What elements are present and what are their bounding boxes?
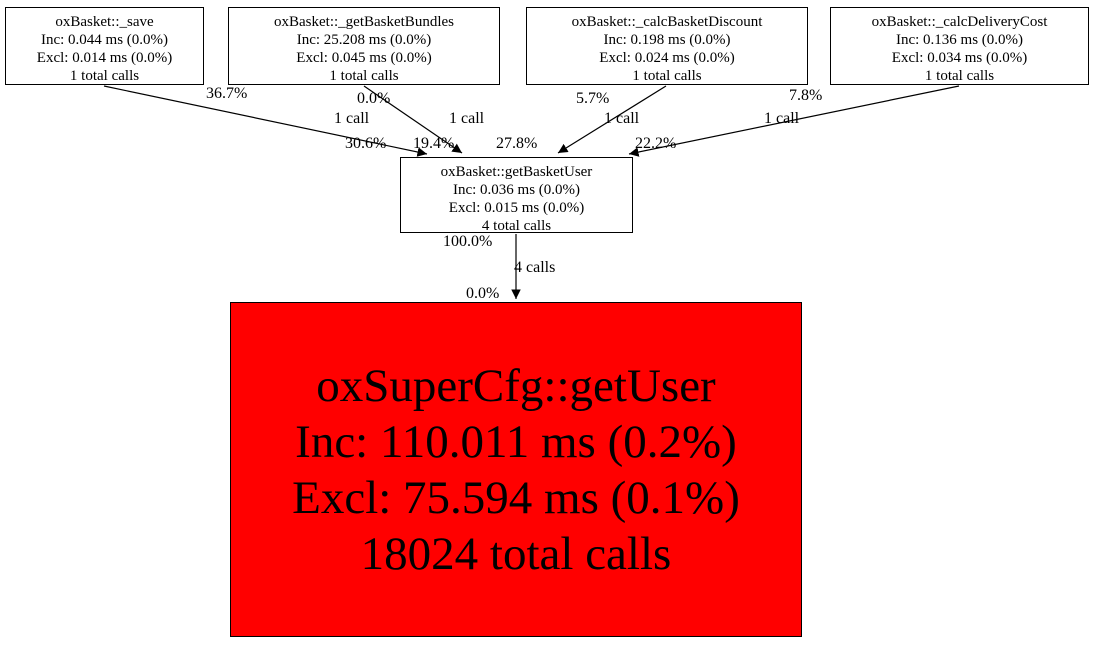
edge-call-count: 1 call <box>449 110 485 127</box>
edge-target-percent: 19.4% <box>413 135 455 152</box>
edge-call-count: 1 call <box>334 110 370 127</box>
edge-target-percent: 0.0% <box>466 285 500 302</box>
node-total-calls: 1 total calls <box>632 68 702 84</box>
node-title: oxBasket::_calcDeliveryCost <box>871 14 1048 30</box>
edge-call-count: 1 call <box>764 110 800 127</box>
edge-target-percent: 22.2% <box>635 135 677 152</box>
node-total-calls: 1 total calls <box>69 68 140 84</box>
node-inclusive-time: Inc: 0.036 ms (0.0%) <box>452 182 581 198</box>
node-exclusive-time: Excl: 0.015 ms (0.0%) <box>448 200 585 216</box>
node-title: oxBasket::_save <box>55 14 154 30</box>
edge-target-percent: 30.6% <box>345 135 387 152</box>
edge-call-count: 1 call <box>604 110 640 127</box>
node-total-calls: 4 total calls <box>481 218 552 234</box>
edge-source-percent: 100.0% <box>443 233 493 250</box>
node-oxbasket-calcdeliverycost: oxBasket::_calcDeliveryCost Inc: 0.136 m… <box>830 7 1089 85</box>
node-total-calls: 1 total calls <box>924 68 995 84</box>
node-inclusive-time: Inc: 0.198 ms (0.0%) <box>603 32 731 48</box>
node-oxbasket-calcbasketdiscount: oxBasket::_calcBasketDiscount Inc: 0.198… <box>526 7 808 85</box>
edge-source-percent: 7.8% <box>789 87 823 104</box>
node-exclusive-time: Excl: 0.014 ms (0.0%) <box>36 50 173 66</box>
node-title: oxBasket::_calcBasketDiscount <box>571 14 763 30</box>
node-total-calls: 1 total calls <box>329 68 399 84</box>
node-oxbasket-save: oxBasket::_save Inc: 0.044 ms (0.0%) Exc… <box>5 7 204 85</box>
node-title: oxBasket::getBasketUser <box>440 164 593 180</box>
node-exclusive-time: Excl: 0.034 ms (0.0%) <box>891 50 1028 66</box>
node-inclusive-time: Inc: 0.136 ms (0.0%) <box>895 32 1024 48</box>
node-total-calls: 18024 total calls <box>360 527 672 580</box>
node-exclusive-time: Excl: 0.024 ms (0.0%) <box>599 50 735 66</box>
node-exclusive-time: Excl: 75.594 ms (0.1%) <box>292 471 740 524</box>
edge-call-count: 4 calls <box>514 259 556 276</box>
node-oxbasket-getbasketuser: oxBasket::getBasketUser Inc: 0.036 ms (0… <box>400 157 633 234</box>
edge-source-percent: 0.0% <box>357 90 391 107</box>
node-title: oxBasket::_getBasketBundles <box>274 14 454 30</box>
edge-source-percent: 5.7% <box>576 90 610 107</box>
node-oxbasket-getbasketbundles: oxBasket::_getBasketBundles Inc: 25.208 … <box>228 7 500 85</box>
node-inclusive-time: Inc: 110.011 ms (0.2%) <box>295 415 737 468</box>
edge-source-percent: 36.7% <box>206 85 248 102</box>
edge-target-percent: 27.8% <box>496 135 538 152</box>
node-inclusive-time: Inc: 25.208 ms (0.0%) <box>296 32 432 48</box>
node-inclusive-time: Inc: 0.044 ms (0.0%) <box>40 32 169 48</box>
node-oxsupercfg-getuser: oxSuperCfg::getUser Inc: 110.011 ms (0.2… <box>230 302 802 637</box>
node-exclusive-time: Excl: 0.045 ms (0.0%) <box>296 50 432 66</box>
node-title: oxSuperCfg::getUser <box>316 359 716 412</box>
